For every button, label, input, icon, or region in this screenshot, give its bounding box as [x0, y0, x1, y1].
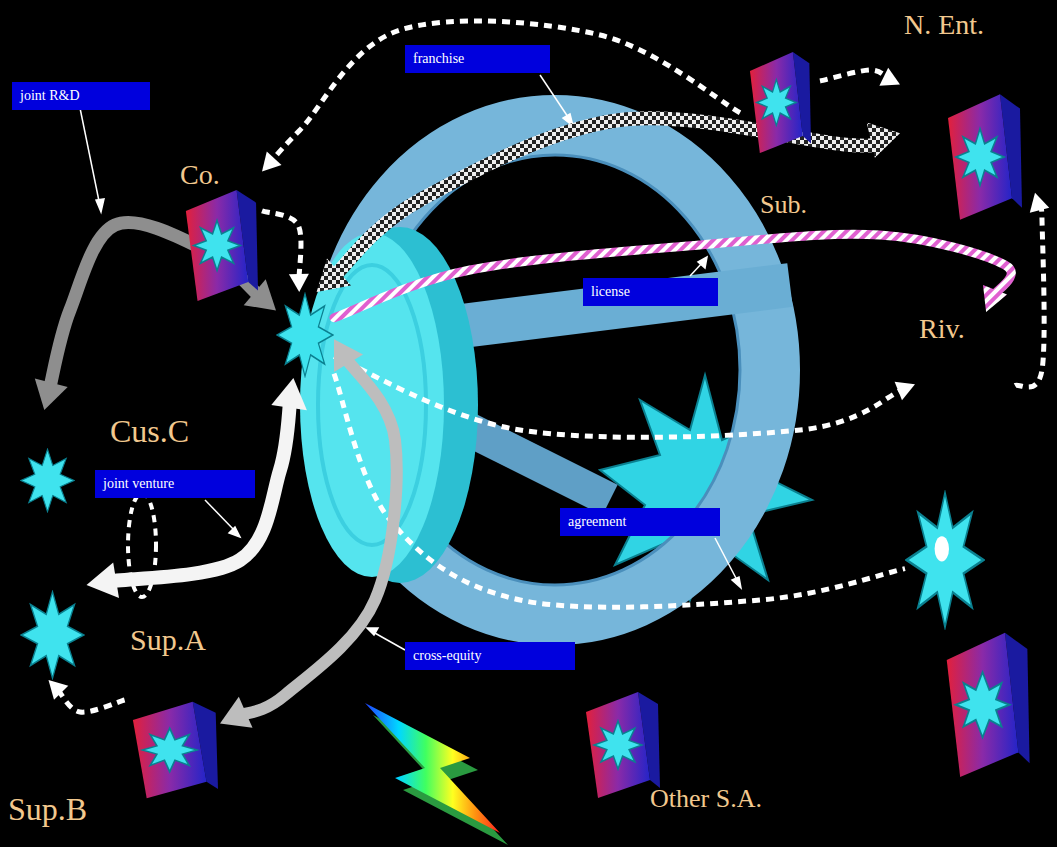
star-symbol — [277, 294, 333, 377]
star-symbol — [907, 493, 984, 627]
entity-label: Cus.C — [110, 414, 189, 449]
star-shape — [20, 448, 75, 513]
edge-label: joint R&D — [12, 82, 150, 110]
star-symbol — [594, 721, 642, 769]
star-shape — [905, 490, 985, 630]
entity-node: Sup.B — [8, 700, 220, 840]
star-symbol — [757, 80, 797, 126]
connector-line — [271, 21, 741, 162]
entity-label: Riv. — [919, 314, 965, 345]
arrowhead — [220, 697, 253, 728]
edge-label: agreement — [560, 508, 720, 536]
star-symbol — [142, 728, 197, 772]
connector — [49, 680, 125, 712]
connector-line — [334, 357, 903, 438]
arrowhead — [244, 279, 276, 310]
arrowhead — [895, 382, 915, 401]
entity-label: N. Ent. — [904, 10, 984, 41]
connector — [820, 68, 900, 86]
connector — [334, 374, 905, 608]
edge-label: license — [583, 278, 718, 306]
arrowhead — [1030, 193, 1049, 213]
connector-line — [238, 356, 397, 715]
lightning-bolt — [365, 703, 500, 833]
diamond-shape — [942, 92, 1022, 222]
connector — [317, 118, 900, 292]
entity-label: Other S.A. — [650, 785, 762, 814]
arrowhead — [983, 285, 1007, 312]
arrowhead — [334, 339, 363, 372]
connector-line — [262, 211, 301, 280]
star-symbol — [194, 220, 241, 270]
slab-face — [948, 94, 1012, 219]
entity-node: Cus.C — [15, 410, 240, 515]
star-symbol — [956, 129, 1004, 186]
connector-line — [334, 374, 905, 608]
hub-node — [905, 490, 985, 630]
arrowhead — [35, 379, 68, 410]
connector — [220, 339, 397, 728]
entity-node: Co. — [150, 160, 262, 305]
diamond-shape — [180, 188, 258, 303]
edge-label: joint venture — [95, 470, 255, 498]
star-shape — [276, 292, 334, 378]
connector — [87, 378, 307, 598]
star-symbol — [21, 592, 83, 678]
arrowhead — [87, 562, 120, 598]
arrowhead — [262, 151, 282, 171]
entity-label: Sup.B — [8, 792, 87, 827]
leader-lines — [80, 75, 741, 650]
connector — [1015, 193, 1049, 387]
cylinder-rim — [318, 265, 426, 545]
connector — [262, 211, 309, 292]
entity-node: N. Ent. — [900, 10, 1035, 225]
hub-node — [276, 292, 334, 378]
entity-node: Other S.A. — [575, 685, 775, 825]
diamond-shape — [126, 700, 218, 800]
entity-node: Riv. — [915, 312, 1015, 417]
arrowhead — [49, 680, 69, 700]
diamond-shape — [745, 50, 811, 155]
entity-label: Co. — [180, 160, 220, 191]
connector-line — [820, 70, 889, 81]
connector-line — [57, 689, 124, 712]
slab-face — [133, 702, 207, 798]
entity-label: Sub. — [760, 191, 807, 220]
entity-label: Sup.A — [130, 623, 206, 656]
slab-face — [750, 52, 803, 153]
connector — [262, 21, 740, 171]
slab-face — [586, 692, 650, 798]
arrowhead — [867, 123, 900, 158]
connector — [334, 234, 1011, 318]
edge-label: cross-equity — [405, 642, 575, 670]
entity-node: Sub. — [740, 45, 820, 225]
star-shape — [20, 590, 85, 680]
arrowhead — [317, 259, 351, 292]
connector-line — [334, 234, 1011, 318]
entity-node: Sup.A — [20, 585, 210, 680]
slab-face — [186, 190, 248, 301]
arrowhead — [289, 274, 309, 292]
edge-label: franchise — [405, 45, 550, 73]
arrowhead — [271, 378, 307, 410]
star-symbol — [21, 449, 74, 511]
diamond-shape — [580, 690, 660, 800]
white-dot — [935, 536, 949, 561]
decor-slab — [947, 633, 1030, 777]
connector — [334, 357, 915, 438]
arrowhead — [879, 68, 900, 86]
connector-line — [1015, 203, 1044, 387]
